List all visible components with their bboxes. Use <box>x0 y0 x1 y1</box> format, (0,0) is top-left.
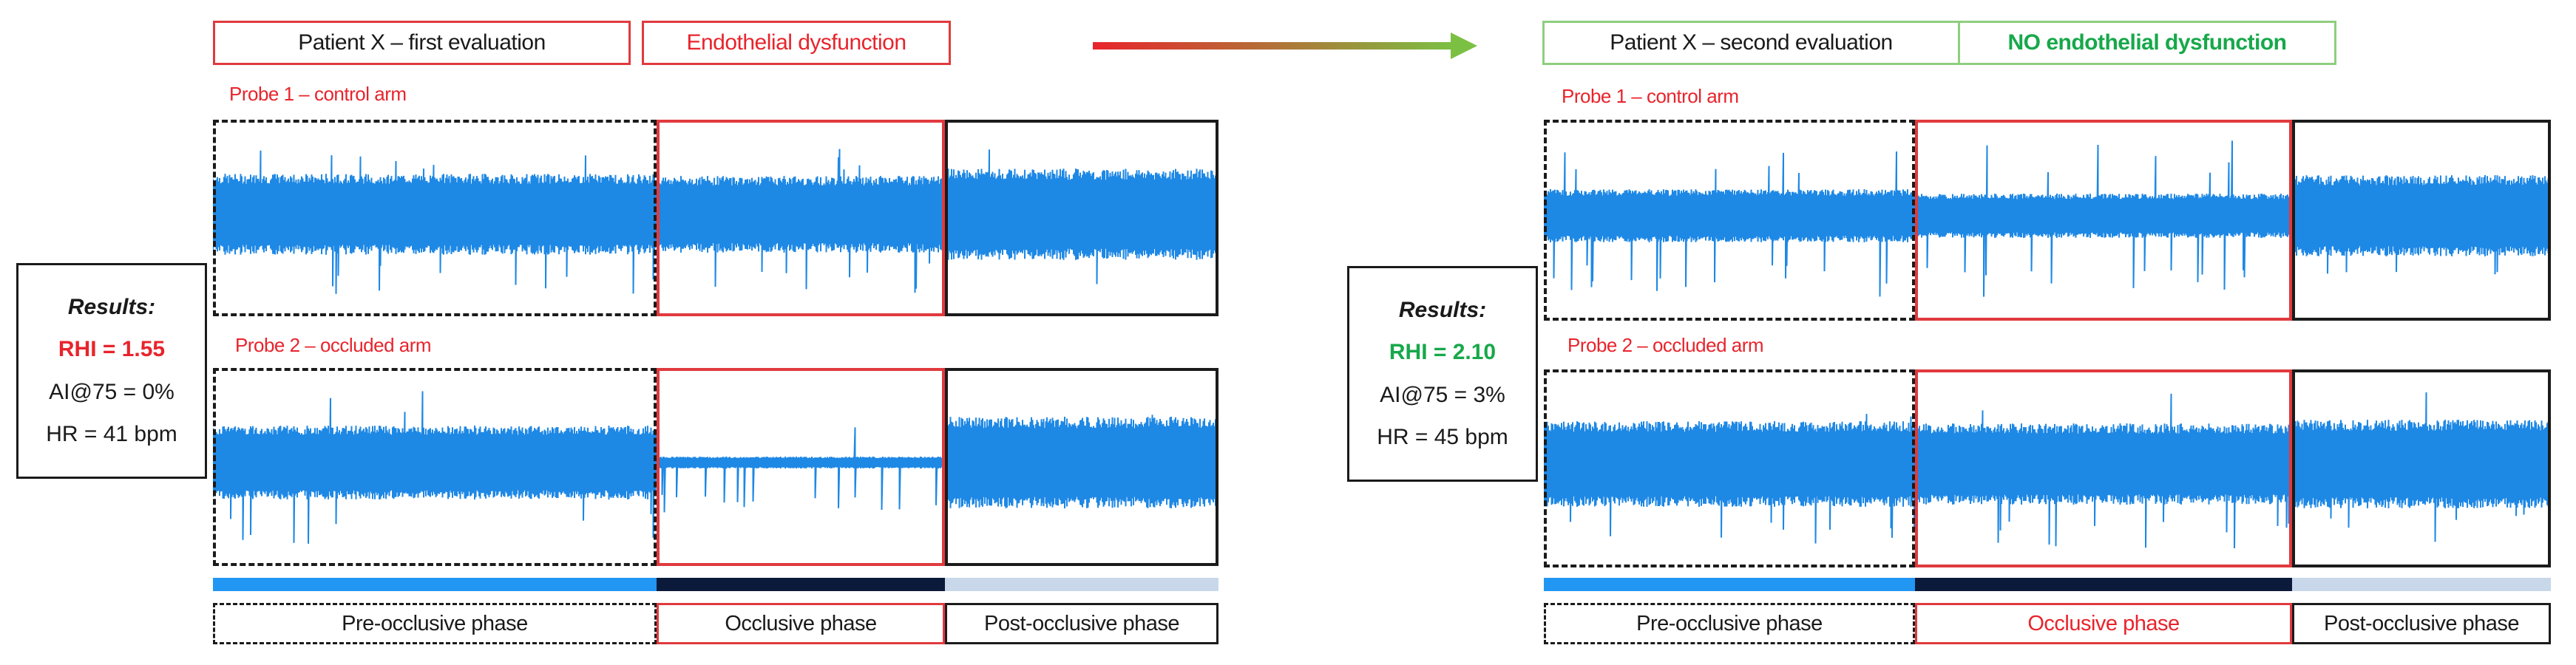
signal-trace <box>213 149 1218 294</box>
right-probe1-signal <box>1544 140 2551 301</box>
right-phase-bar-occ <box>1915 578 2292 591</box>
right-probe1-label: Probe 1 – control arm <box>1562 85 1739 107</box>
gradient-arrow-right-icon <box>1093 31 1479 61</box>
right-rhi-value: RHI = 2.10 <box>1389 340 1497 365</box>
right-ai75-value: AI@75 = 3% <box>1380 382 1505 407</box>
signal-trace <box>213 391 1218 544</box>
right-probe1-post-frame <box>2292 120 2551 321</box>
left-probe2-label: Probe 2 – occluded arm <box>235 334 432 356</box>
right-probe1-occ-frame <box>1915 120 2292 321</box>
right-hr-value: HR = 45 bpm <box>1377 425 1508 450</box>
left-header-status-box: Endothelial dysfunction <box>642 21 951 65</box>
right-phase-bar-post <box>2292 578 2551 591</box>
right-phase-label-pre: Pre-occlusive phase <box>1544 603 1915 644</box>
right-probe2-pre-frame <box>1544 369 1915 567</box>
right-phase-label-occ: Occlusive phase <box>1915 603 2292 644</box>
right-phase-post-text: Post-occlusive phase <box>2323 611 2520 635</box>
left-ai75-value: AI@75 = 0% <box>49 379 174 404</box>
left-probe1-pre-frame <box>213 120 657 316</box>
left-header-title: Patient X – first evaluation <box>298 30 546 55</box>
left-header-status: Endothelial dysfunction <box>686 30 906 55</box>
left-rhi-value: RHI = 1.55 <box>58 337 166 362</box>
left-probe2-post-frame <box>945 368 1218 566</box>
left-phase-pre-text: Pre-occlusive phase <box>342 611 528 635</box>
left-probe1-panel <box>213 120 1218 316</box>
left-probe2-panel <box>213 368 1218 566</box>
left-phase-bar-pre <box>213 578 657 591</box>
right-phase-bar-pre <box>1544 578 1915 591</box>
left-header-title-box: Patient X – first evaluation <box>213 21 631 65</box>
left-phase-bar-post <box>945 578 1218 591</box>
right-header-status-box: NO endothelial dysfunction <box>1958 21 2336 65</box>
right-probe1-panel <box>1544 120 2551 321</box>
left-probe1-post-frame <box>945 120 1218 316</box>
signal-trace <box>1544 392 2551 549</box>
right-probe2-post-frame <box>2292 369 2551 567</box>
right-header-title: Patient X – second evaluation <box>1610 30 1893 55</box>
signal-trace <box>1544 140 2551 301</box>
left-phase-occ-text: Occlusive phase <box>725 611 877 635</box>
left-phase-post-text: Post-occlusive phase <box>983 611 1180 635</box>
left-probe2-signal <box>213 391 1218 544</box>
left-phase-bar-occ <box>657 578 945 591</box>
right-phase-label-post: Post-occlusive phase <box>2292 603 2551 644</box>
right-results-title: Results: <box>1398 297 1487 322</box>
left-results-title: Results: <box>67 294 156 319</box>
right-phase-pre-text: Pre-occlusive phase <box>1636 611 1823 635</box>
left-probe1-occ-frame <box>657 120 945 316</box>
right-probe2-label: Probe 2 – occluded arm <box>1567 334 1764 356</box>
left-phase-label-occ: Occlusive phase <box>657 603 945 644</box>
left-phase-label-post: Post-occlusive phase <box>945 603 1218 644</box>
left-probe2-pre-frame <box>213 368 657 566</box>
left-hr-value: HR = 41 bpm <box>46 422 177 447</box>
right-phase-occ-text: Occlusive phase <box>2027 611 2180 635</box>
right-header-title-box: Patient X – second evaluation <box>1542 21 1960 65</box>
left-probe1-signal <box>213 149 1218 294</box>
left-probe2-occ-frame <box>657 368 945 566</box>
left-probe1-label: Probe 1 – control arm <box>229 83 407 105</box>
right-probe2-signal <box>1544 392 2551 549</box>
right-probe2-occ-frame <box>1915 369 2292 567</box>
right-results-box: Results: RHI = 2.10 AI@75 = 3% HR = 45 b… <box>1347 266 1538 482</box>
right-probe2-panel <box>1544 369 2551 567</box>
left-phase-label-pre: Pre-occlusive phase <box>213 603 657 644</box>
right-probe1-pre-frame <box>1544 120 1915 321</box>
right-header-status: NO endothelial dysfunction <box>2007 30 2287 55</box>
left-results-box: Results: RHI = 1.55 AI@75 = 0% HR = 41 b… <box>16 263 207 479</box>
